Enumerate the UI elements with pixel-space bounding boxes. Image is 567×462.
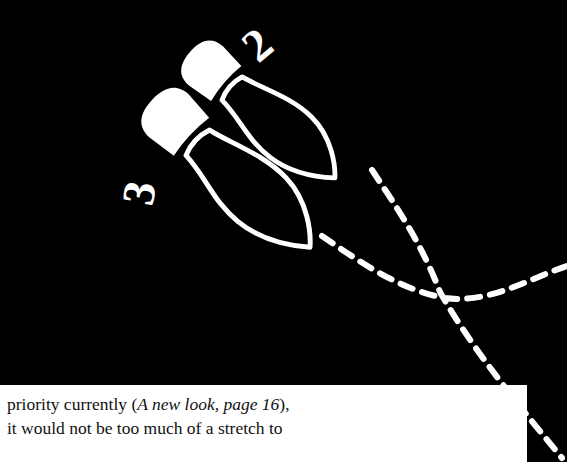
- dashed-path: [372, 170, 562, 458]
- text-line: it would not be too much of a stretch to: [7, 416, 527, 440]
- body-text: priority currently (A new look, page 16)…: [7, 392, 527, 440]
- dance-path-lines: [322, 170, 567, 458]
- body-text-run: it would not be too much of a stretch to: [7, 418, 283, 438]
- dashed-path: [322, 236, 567, 299]
- footprint: [131, 75, 333, 270]
- reference-text: A new look, page 16: [137, 394, 279, 414]
- sole-print: [175, 115, 334, 270]
- body-text-run: ),: [279, 394, 289, 414]
- text-area: [0, 385, 527, 462]
- body-text-run: priority currently (: [7, 394, 137, 414]
- text-line: priority currently (A new look, page 16)…: [7, 392, 527, 416]
